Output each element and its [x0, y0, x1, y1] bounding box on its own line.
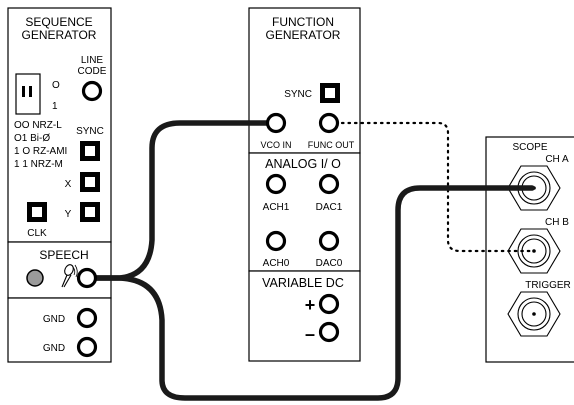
speech-title: SPEECH: [39, 248, 88, 262]
dip-switch-lever-2: [29, 86, 32, 97]
trigger-label: TRIGGER: [525, 280, 571, 291]
gnd-jack-2[interactable]: [76, 336, 98, 358]
dac0-jack[interactable]: [318, 230, 340, 252]
seq-title-line2: GENERATOR: [22, 28, 97, 42]
ach1-label: ACH1: [263, 202, 290, 213]
code-nrz-l: OO NRZ-L: [14, 120, 62, 131]
vco-in-label: VCO IN: [260, 140, 291, 150]
dip-switch[interactable]: [15, 73, 41, 115]
switch-label-1: 1: [52, 101, 58, 112]
scope-module: SCOPE CH A CH B TRIGGER: [485, 136, 574, 363]
plus-sign: +: [305, 295, 316, 315]
ach0-jack[interactable]: [265, 230, 287, 252]
speech-output-jack[interactable]: [76, 267, 98, 289]
ach1-jack[interactable]: [265, 173, 287, 195]
gnd-label-2: GND: [43, 343, 65, 354]
sequence-generator-module: SEQUENCE GENERATOR O 1 LINE CODE OO NRZ-…: [7, 7, 112, 243]
line-code-label-2: CODE: [78, 66, 107, 77]
gnd-module: GND GND: [7, 297, 112, 363]
scope-title: SCOPE: [512, 142, 547, 153]
speech-module: SPEECH: [7, 241, 112, 299]
func-gen-title-line2: GENERATOR: [266, 28, 341, 42]
func-gen-title-line1: FUNCTION: [272, 15, 334, 29]
speaker-button[interactable]: [26, 269, 44, 287]
gnd-label-1: GND: [43, 314, 65, 325]
function-generator-module: FUNCTION GENERATOR SYNC VCO IN FUNC OUT: [248, 7, 361, 154]
vco-in-jack[interactable]: [265, 112, 287, 134]
dac0-label: DAC0: [316, 258, 343, 269]
cha-label: CH A: [545, 154, 569, 165]
seq-title-line1: SEQUENCE: [25, 15, 92, 29]
func-sync-label: SYNC: [284, 89, 312, 100]
scope-chb-jack[interactable]: [507, 228, 561, 274]
func-out-jack[interactable]: [318, 112, 340, 134]
func-out-label: FUNC OUT: [308, 140, 355, 150]
variable-dc-minus-jack[interactable]: [318, 321, 340, 343]
gnd-jack-1[interactable]: [76, 307, 98, 329]
ach0-label: ACH0: [263, 258, 290, 269]
variable-dc-plus-jack[interactable]: [318, 293, 340, 315]
dac1-jack[interactable]: [318, 173, 340, 195]
scope-trigger-jack[interactable]: [507, 291, 561, 337]
clk-label: CLK: [27, 228, 47, 239]
wire-func-out-to-chb: [327, 121, 534, 253]
y-label: Y: [65, 209, 72, 220]
dip-switch-lever-1: [22, 86, 25, 97]
minus-sign: –: [305, 324, 315, 344]
code-bi-phase: O1 Bi-Ø: [14, 133, 50, 144]
analog-io-title: ANALOG I/ O: [265, 157, 341, 171]
seq-sync-label: SYNC: [76, 126, 104, 137]
analog-io-module: ANALOG I/ O ACH1 DAC1 ACH0 DAC0: [248, 152, 361, 272]
chb-label: CH B: [545, 217, 569, 228]
microphone-icon: [61, 264, 78, 288]
variable-dc-module: VARIABLE DC + –: [248, 270, 361, 362]
line-code-label-1: LINE: [81, 55, 104, 66]
dac1-label: DAC1: [316, 202, 343, 213]
line-code-jack[interactable]: [81, 80, 103, 102]
switch-label-o: O: [52, 80, 60, 91]
variable-dc-title: VARIABLE DC: [262, 276, 344, 290]
code-rz-ami: 1 O RZ-AMI: [14, 146, 67, 157]
wire-speech-to-vco-in: [86, 120, 279, 281]
code-nrz-m: 1 1 NRZ-M: [14, 159, 63, 170]
wire-speech-to-cha: [86, 185, 535, 401]
x-label: X: [65, 179, 72, 190]
